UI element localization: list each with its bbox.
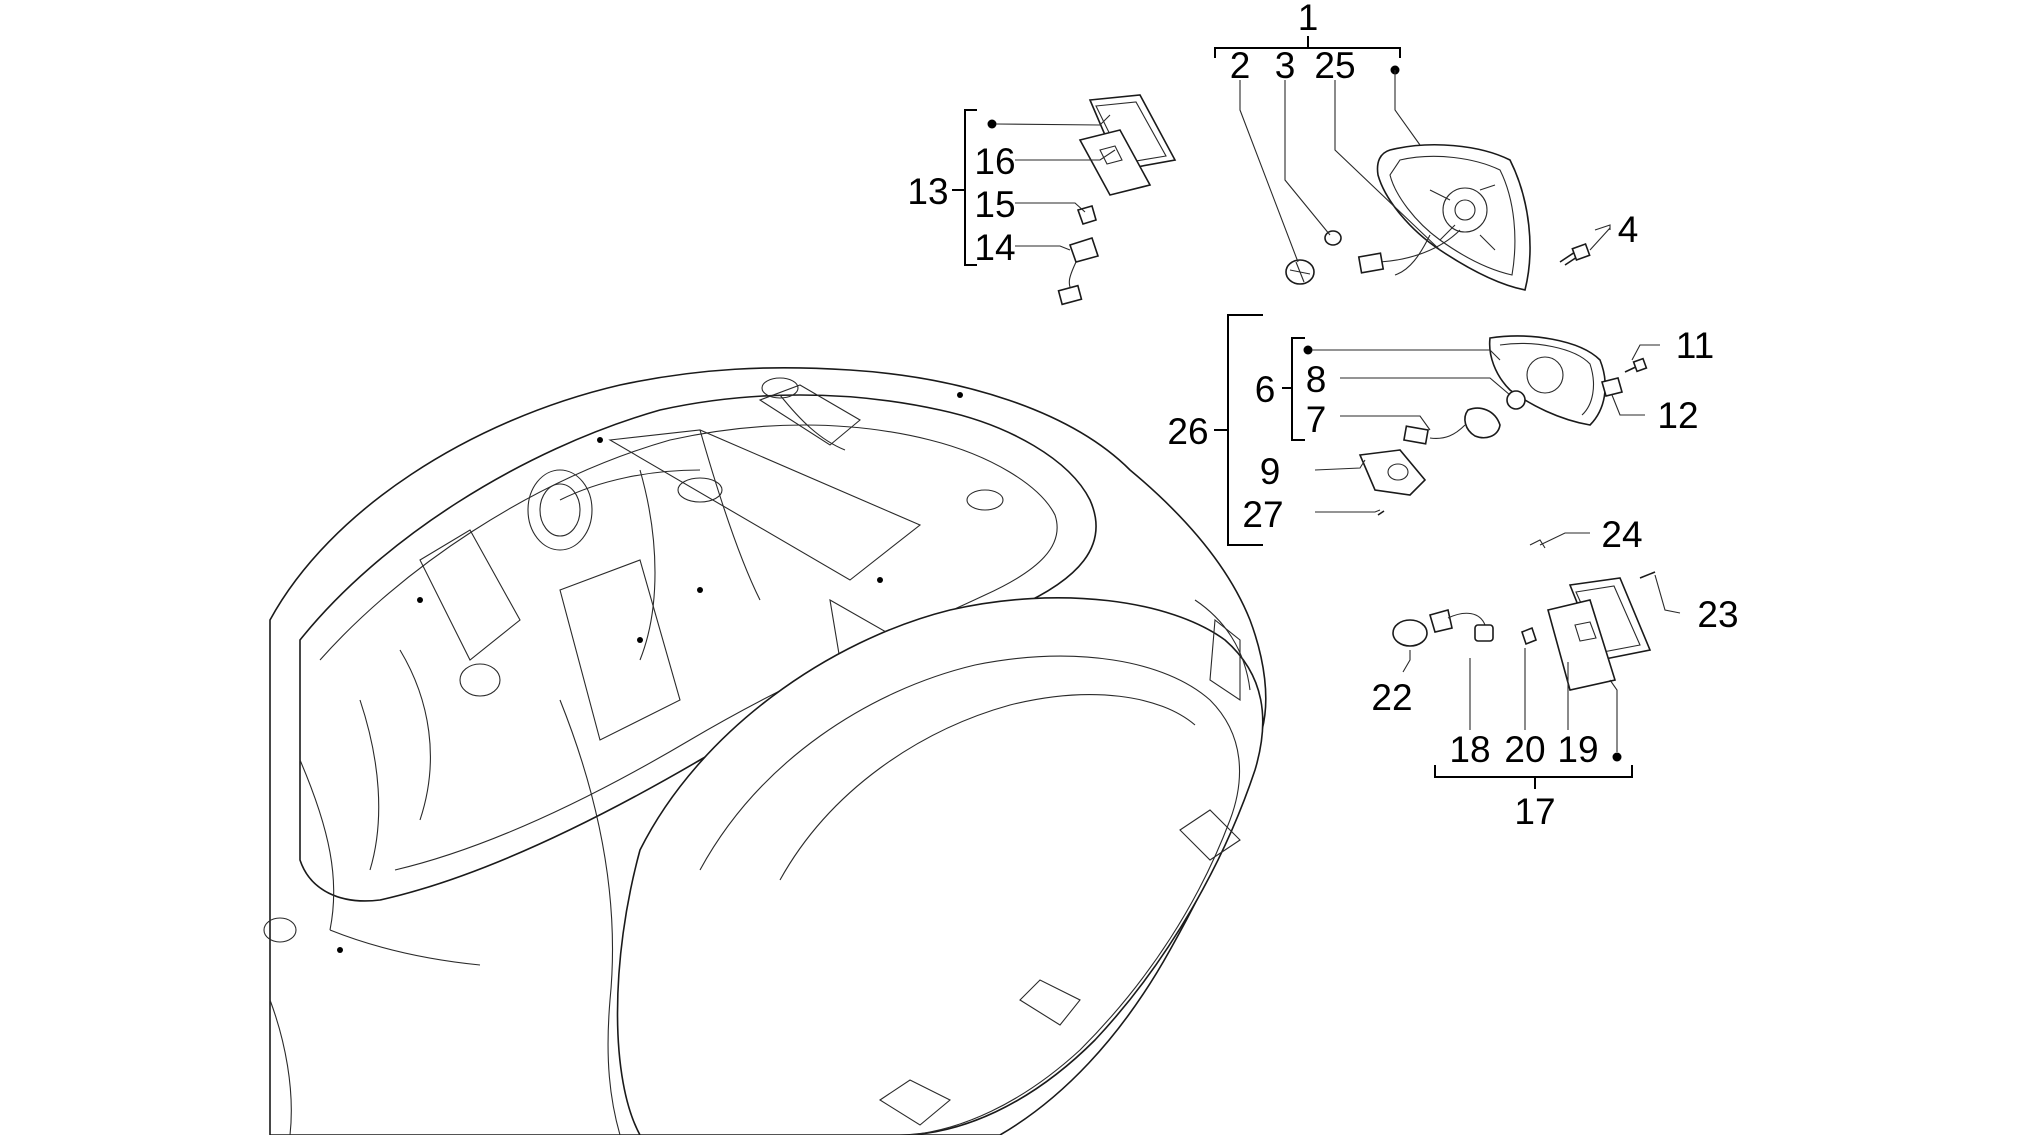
label-9: 9 — [1260, 451, 1281, 492]
label-20: 20 — [1504, 729, 1545, 770]
label-12: 12 — [1657, 395, 1698, 436]
bracket-1 — [1214, 36, 1441, 263]
body-shell-drawing — [263, 367, 1267, 1135]
part-26-light-group — [1358, 335, 1648, 516]
leaders-24-23 — [1539, 532, 1681, 614]
leaders-11-12 — [1611, 344, 1660, 416]
label-7: 7 — [1306, 399, 1327, 440]
label-16: 16 — [974, 141, 1015, 182]
label-18: 18 — [1449, 729, 1490, 770]
part-13-lamp-group — [1057, 94, 1177, 306]
part-17-lamp-group — [1392, 539, 1656, 691]
label-15: 15 — [974, 184, 1015, 225]
label-23: 23 — [1697, 594, 1738, 635]
label-8: 8 — [1306, 359, 1327, 400]
label-24: 24 — [1601, 514, 1642, 555]
bracket-13 — [952, 109, 1116, 266]
label-3: 3 — [1275, 45, 1296, 86]
label-14: 14 — [974, 227, 1015, 268]
label-6: 6 — [1255, 369, 1276, 410]
label-11: 11 — [1676, 325, 1714, 366]
label-22: 22 — [1371, 677, 1412, 718]
part-4-screw — [1559, 242, 1591, 266]
label-26: 26 — [1167, 411, 1208, 452]
bracket-6 — [1282, 337, 1511, 513]
leaders-22-18-20-19 — [1402, 648, 1622, 762]
label-4: 4 — [1618, 209, 1639, 250]
label-1: 1 — [1298, 0, 1319, 38]
label-2: 2 — [1230, 45, 1251, 86]
bracket-26 — [1214, 314, 1263, 546]
part-2-bulb — [1285, 259, 1315, 285]
label-19: 19 — [1557, 729, 1598, 770]
body-fastener-holes — [337, 392, 963, 953]
part-1-tail-light — [1357, 144, 1531, 291]
label-13: 13 — [907, 171, 948, 212]
label-25: 25 — [1314, 45, 1355, 86]
label-17: 17 — [1514, 791, 1555, 832]
part-labels: 1 2 3 25 4 13 16 15 14 26 6 8 7 9 27 11 … — [907, 0, 1738, 832]
leader-4 — [1589, 224, 1611, 251]
label-27: 27 — [1242, 494, 1283, 535]
part-3-small-bulb — [1324, 230, 1342, 246]
bracket-17 — [1434, 765, 1633, 789]
